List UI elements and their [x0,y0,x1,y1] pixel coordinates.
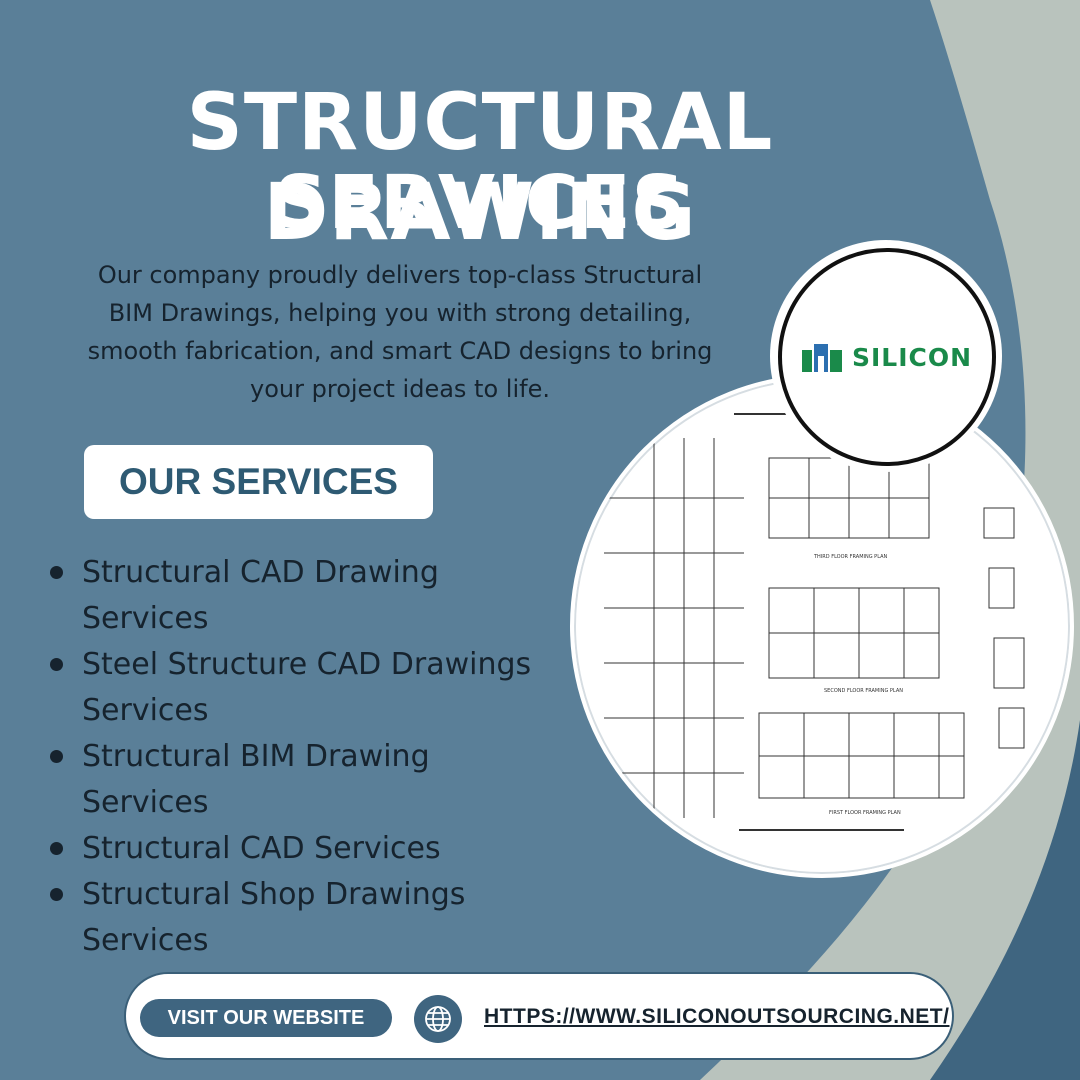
logo-ring: SILICON [778,248,996,466]
logo-badge: SILICON [770,240,1002,472]
bullet-icon [50,658,63,671]
cad-drawing-illustration: THIRD FLOOR FRAMING PLAN SECOND FLOOR FR… [604,413,1025,831]
title-line-1: STRUCTURAL DRAWING [186,78,774,258]
plan-label-2: SECOND FLOOR FRAMING PLAN [824,688,903,694]
website-url-link[interactable]: HTTPS://WWW.SILICONOUTSOURCING.NET/ [484,1005,950,1028]
globe-icon [414,995,462,1043]
service-item: Structural BIM Drawing Services [40,734,540,826]
plan-label-1: THIRD FLOOR FRAMING PLAN [813,554,888,560]
services-list: Structural CAD Drawing Services Steel St… [40,550,540,964]
intro-text: Our company proudly delivers top-class S… [87,261,713,403]
service-item: Structural CAD Services [40,826,540,872]
service-item: Steel Structure CAD Drawings Services [40,642,540,734]
services-heading-badge: OUR SERVICES [84,445,433,519]
visit-website-button[interactable]: VISIT OUR WEBSITE [140,999,392,1037]
plan-label-3: FIRST FLOOR FRAMING PLAN [829,810,901,816]
bullet-icon [50,750,63,763]
bullet-icon [50,842,63,855]
bullet-icon [50,888,63,901]
services-heading: OUR SERVICES [119,461,398,502]
service-item: Structural Shop Drawings Services [40,872,540,964]
title-line-2: SERVICES [274,160,686,246]
service-item: Structural CAD Drawing Services [40,550,540,642]
silicon-logo-icon [801,344,842,372]
bullet-icon [50,566,63,579]
logo-text: SILICON [851,342,973,372]
visit-website-label: VISIT OUR WEBSITE [167,1006,365,1029]
